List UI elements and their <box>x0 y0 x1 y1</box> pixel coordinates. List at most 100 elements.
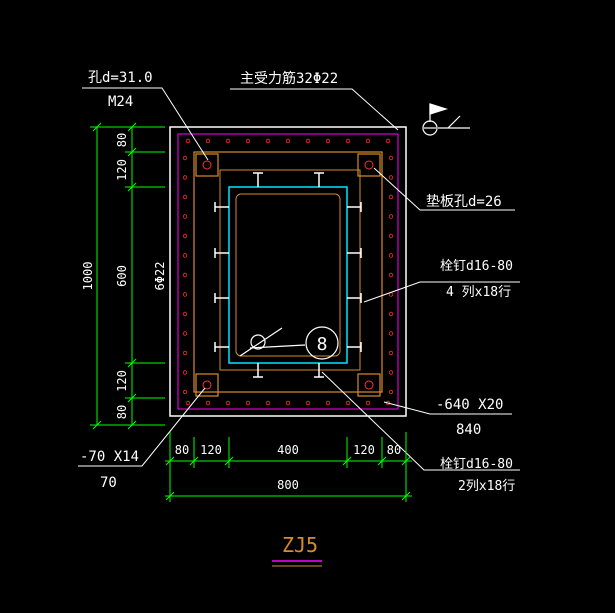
shear-stud <box>253 172 263 187</box>
dim-h-seg-1: 80 <box>175 443 189 457</box>
plate-thickness-label: -640 X20 <box>436 397 503 413</box>
horizontal-dimension <box>165 432 412 502</box>
rebar-dot <box>305 400 311 406</box>
main-rebar-label: 主受力筋32Φ22 <box>240 70 338 87</box>
rebar-dot <box>182 272 188 278</box>
shear-studs <box>214 172 362 378</box>
rebar-cage <box>177 133 399 410</box>
studs-side-layout: 4 列x18行 <box>446 285 511 300</box>
column-outline <box>169 126 407 417</box>
dim-h-total: 800 <box>277 478 299 492</box>
flag-icon <box>422 103 470 136</box>
rebar-dot <box>388 331 394 336</box>
rebar-dot <box>182 253 188 258</box>
dim-v-seg-1: 80 <box>115 133 129 147</box>
rebar-dot <box>182 214 188 219</box>
rebar-dot <box>325 400 331 406</box>
rebar-dot <box>182 370 188 375</box>
rebar-dot <box>182 292 188 297</box>
rebar-dot <box>285 138 291 144</box>
rebar-dot <box>265 400 271 406</box>
drawing-title: ZJ5 <box>282 533 318 557</box>
washer-hole-label: 垫板孔d=26 <box>426 194 502 210</box>
rebar-dot <box>388 194 394 200</box>
rebar-dot <box>182 175 188 180</box>
side-rebar-label: 6Φ22 <box>153 262 167 291</box>
rebar-dot <box>182 331 188 336</box>
rebar-dot <box>205 138 211 144</box>
rebar-dot <box>388 350 394 356</box>
vertical-dimension <box>90 122 165 430</box>
dim-v-seg-5: 80 <box>115 405 129 419</box>
studs-bottom-layout: 2列x18行 <box>458 479 515 494</box>
dim-v-seg-3: 600 <box>115 265 129 287</box>
dim-v-seg-4: 120 <box>115 370 129 392</box>
rebar-dot <box>388 389 394 395</box>
shear-stud <box>347 248 362 258</box>
shear-stud <box>214 342 229 352</box>
rebar-dot <box>182 311 188 317</box>
dim-h-seg-5: 80 <box>387 443 401 457</box>
shear-stud <box>314 172 324 187</box>
rebar-dots <box>182 138 394 406</box>
dim-h-seg-4: 120 <box>353 443 375 457</box>
rebar-dot <box>388 155 394 161</box>
rebar-dot <box>365 400 371 406</box>
rebar-dot <box>265 138 271 144</box>
rebar-dot <box>245 400 251 406</box>
plate-width-label: 840 <box>456 422 481 438</box>
rebar-dot <box>345 400 351 406</box>
rebar-dot <box>388 311 394 317</box>
studs-bottom-label: 栓钉d16-80 <box>440 457 513 472</box>
rebar-dot <box>388 253 394 258</box>
bolt-size-label: M24 <box>108 94 133 110</box>
steel-box-outer <box>228 186 348 364</box>
dim-v-seg-2: 120 <box>115 159 129 181</box>
dim-v-total: 1000 <box>81 262 95 291</box>
rebar-dot <box>325 138 331 144</box>
rebar-dot <box>388 370 394 375</box>
shear-stud <box>314 363 324 378</box>
corner-pads <box>195 153 381 397</box>
hole-diameter-label: 孔d=31.0 <box>88 70 153 86</box>
rebar-dot <box>388 175 394 180</box>
rebar-dot <box>388 233 394 239</box>
stiffener-label: -70 X14 <box>80 449 139 465</box>
rebar-dot <box>305 138 311 144</box>
rebar-dot <box>182 155 188 161</box>
rebar-dot <box>182 233 188 239</box>
shear-stud <box>214 293 229 303</box>
rebar-dot <box>365 138 371 144</box>
rebar-dot <box>385 138 391 144</box>
rebar-dot <box>185 138 191 144</box>
steel-box-inner <box>235 193 341 357</box>
rebar-dot <box>225 400 231 406</box>
bubble-number: 8 <box>317 334 328 355</box>
shear-stud <box>347 293 362 303</box>
shear-stud <box>214 202 229 212</box>
rebar-dot <box>245 138 251 144</box>
rebar-dot <box>225 138 231 144</box>
rebar-dot <box>345 138 351 144</box>
base-plate <box>193 151 383 393</box>
dim-h-seg-2: 120 <box>200 443 222 457</box>
rebar-dot <box>205 400 211 406</box>
rebar-dot <box>182 194 188 200</box>
dim-h-seg-3: 400 <box>277 443 299 457</box>
leader-lines <box>78 87 520 471</box>
rebar-dot <box>182 350 188 356</box>
rebar-dot <box>285 400 291 406</box>
inner-plate-frame <box>219 169 361 371</box>
rebar-dot <box>185 400 191 406</box>
bolt-holes <box>202 160 374 390</box>
shear-stud <box>253 363 263 378</box>
rebar-dot <box>388 272 394 278</box>
shear-stud <box>347 342 362 352</box>
studs-side-label: 栓钉d16-80 <box>440 259 513 274</box>
rebar-dot <box>182 389 188 395</box>
shear-stud <box>347 202 362 212</box>
shear-stud <box>214 248 229 258</box>
rebar-dot <box>388 214 394 219</box>
detail-bubble <box>239 326 339 360</box>
